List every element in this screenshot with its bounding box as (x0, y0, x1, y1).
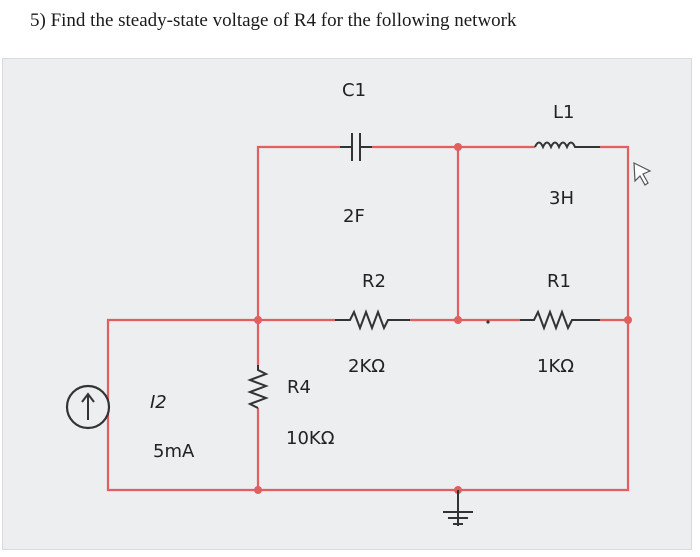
r1-name: R1 (547, 271, 571, 292)
question-text: 5) Find the steady-state voltage of R4 f… (30, 10, 517, 31)
c1-name: C1 (342, 80, 366, 101)
source-name: I2 (150, 392, 167, 413)
node-top-mid (454, 143, 462, 151)
c1-value: 2F (343, 206, 365, 227)
wire-top-right (600, 145, 630, 320)
inductor-l1: L1 3H (534, 102, 600, 209)
node-left-mid (254, 316, 262, 324)
wire-bottom (258, 320, 630, 492)
node-left-bottom (254, 486, 262, 494)
capacitor-c1: C1 2F (340, 80, 372, 227)
resistor-r2: R2 2KΩ (335, 271, 410, 377)
cursor-icon (633, 162, 652, 186)
resistor-r4: R4 10KΩ (247, 365, 335, 449)
source-value: 5mA (153, 441, 195, 462)
circuit-panel (2, 58, 692, 550)
l1-value: 3H (549, 188, 574, 209)
ground-icon (443, 490, 473, 526)
wire-top-left (256, 145, 340, 320)
resistor-r1: R1 1KΩ (520, 271, 600, 377)
r2-name: R2 (362, 271, 386, 292)
stray-dot (486, 320, 490, 324)
r4-name: R4 (287, 377, 311, 398)
l1-name: L1 (553, 102, 574, 123)
r2-value: 2KΩ (348, 356, 385, 377)
nodes (254, 143, 632, 494)
r4-value: 10KΩ (286, 428, 335, 449)
node-right-mid (624, 316, 632, 324)
current-source: I2 5mA (65, 384, 195, 462)
wire-left-loop (106, 318, 258, 492)
node-center (454, 316, 462, 324)
r1-value: 1KΩ (537, 356, 574, 377)
